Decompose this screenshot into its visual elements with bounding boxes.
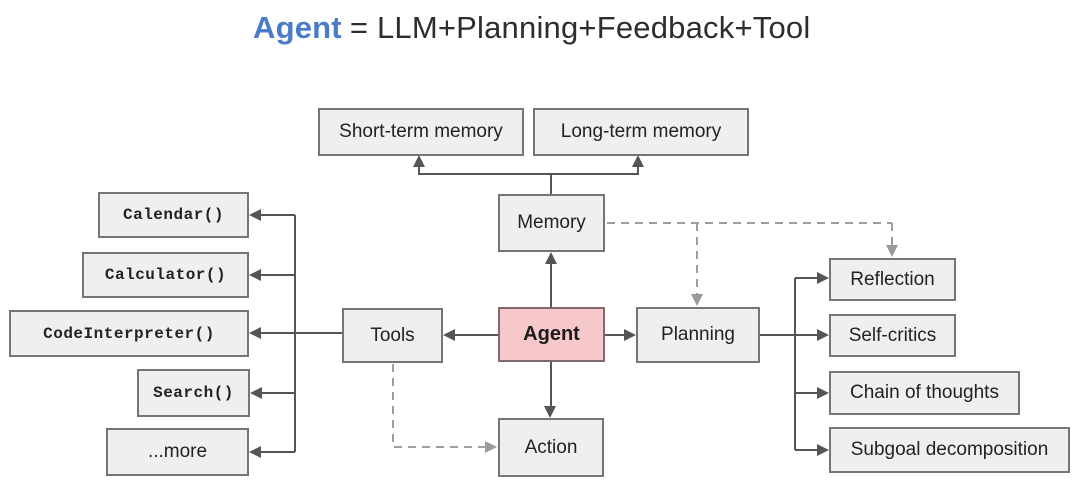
node-code-interpreter: CodeInterpreter() <box>9 310 249 357</box>
node-agent: Agent <box>498 307 605 362</box>
node-planning: Planning <box>636 307 760 363</box>
node-subgoal-decomposition: Subgoal decomposition <box>829 427 1070 473</box>
dashed-wires <box>392 222 893 448</box>
node-tools: Tools <box>342 308 443 363</box>
title-equation: = LLM+Planning+Feedback+Tool <box>349 10 811 45</box>
node-self-critics: Self-critics <box>829 314 956 357</box>
node-more: ...more <box>106 428 249 476</box>
solid-arrowheads <box>249 155 829 458</box>
node-long-term-memory: Long-term memory <box>533 108 749 156</box>
node-action: Action <box>498 418 604 477</box>
diagram-title: Agent= LLM+Planning+Feedback+Tool <box>253 8 810 48</box>
dashed-arrowheads <box>485 245 898 453</box>
node-calculator: Calculator() <box>82 252 249 298</box>
node-short-term-memory: Short-term memory <box>318 108 524 156</box>
node-chain-of-thoughts: Chain of thoughts <box>829 371 1020 415</box>
node-memory: Memory <box>498 194 605 252</box>
title-term: Agent <box>253 10 342 45</box>
node-calendar: Calendar() <box>98 192 249 238</box>
node-search: Search() <box>137 369 250 417</box>
node-reflection: Reflection <box>829 258 956 301</box>
